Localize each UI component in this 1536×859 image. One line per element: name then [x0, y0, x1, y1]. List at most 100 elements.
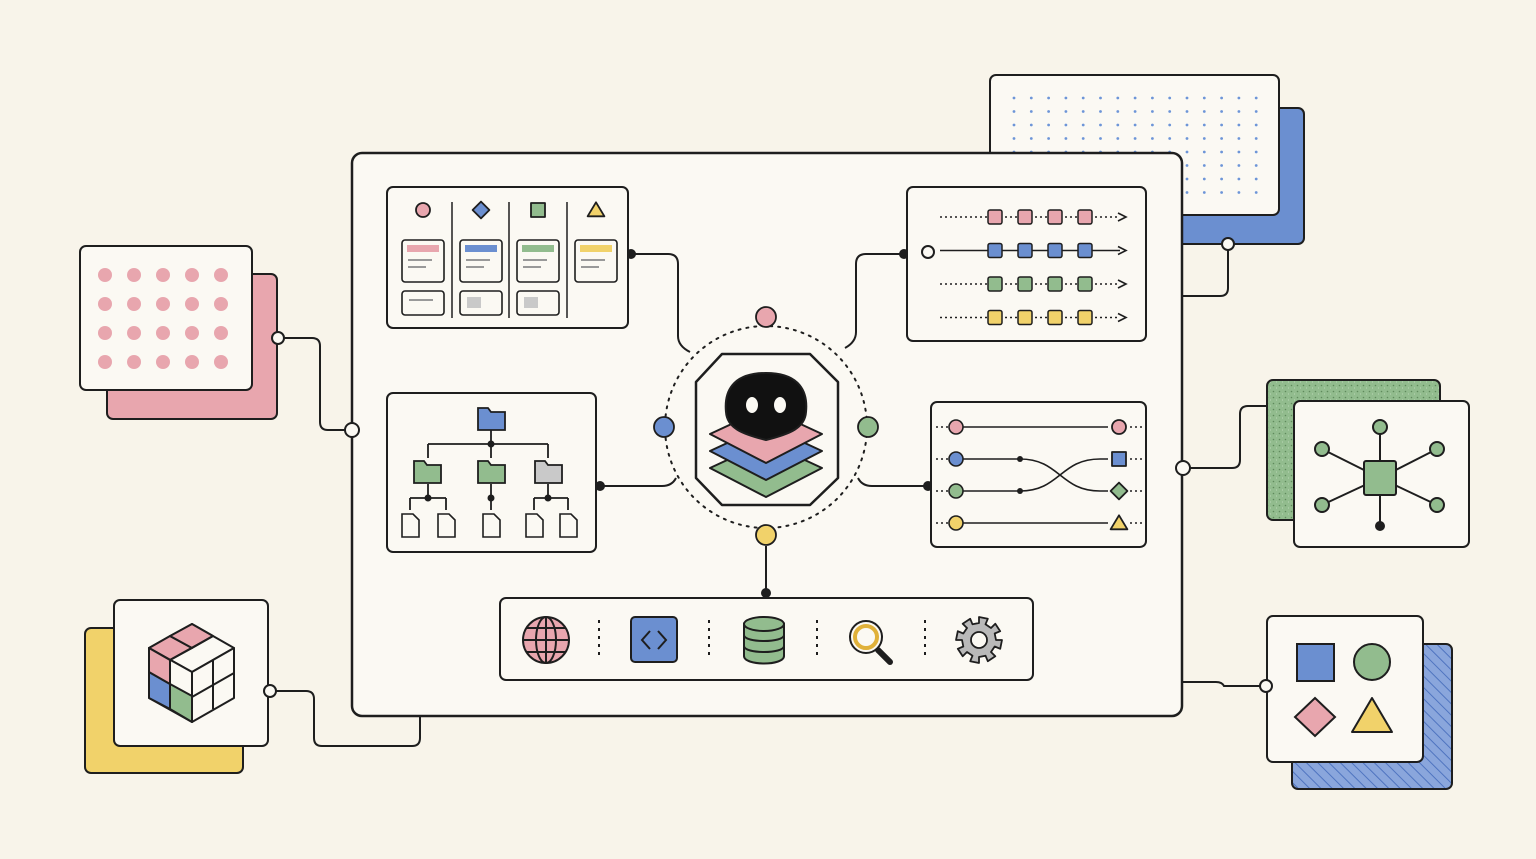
grid-dot [1168, 96, 1172, 100]
pink-dot [185, 297, 199, 311]
arrow-head [1117, 245, 1128, 256]
grid-dot [1254, 164, 1258, 167]
globe-icon[interactable] [522, 616, 570, 664]
database-icon[interactable] [743, 616, 785, 665]
input-node [948, 451, 964, 467]
grid-dot [1220, 123, 1223, 127]
grid-dot [1133, 96, 1137, 100]
folder-tree-card [386, 392, 597, 553]
pink-dot [214, 297, 228, 311]
arrow-head [1117, 279, 1128, 289]
diamond-icon [1293, 696, 1337, 738]
pink-dot [98, 355, 112, 369]
pink-dot [127, 326, 141, 340]
grid-dot [1237, 177, 1241, 181]
folder-icon [413, 460, 442, 484]
file-icon [482, 513, 501, 538]
grid-dot [1081, 110, 1085, 113]
magnifier-icon[interactable] [849, 620, 893, 665]
grid-dot [1047, 137, 1050, 140]
pink-dot-grid [98, 268, 228, 369]
grid-dot [1047, 123, 1050, 127]
file-icon [401, 513, 420, 538]
grid-dot [1220, 177, 1223, 181]
folder-icon [477, 407, 506, 431]
triangle-icon [1109, 514, 1129, 531]
grid-dot [1099, 96, 1102, 100]
grid-dot [1047, 110, 1050, 113]
grid-dot [1151, 137, 1154, 140]
card-label-bar [522, 245, 554, 252]
code-brackets-icon[interactable] [630, 616, 678, 663]
cube-card-stack [84, 599, 269, 774]
grid-dot [1029, 137, 1033, 140]
gear-icon[interactable] [955, 616, 1003, 664]
track-marker [1047, 209, 1063, 225]
circle-icon [1353, 643, 1391, 681]
grid-dot [1064, 137, 1068, 140]
grid-dot [1185, 150, 1189, 154]
grid-dot [1151, 123, 1154, 127]
grid-dot [1064, 96, 1068, 100]
grid-dot [1202, 164, 1206, 167]
hub-network-icon [1314, 419, 1445, 531]
pink-dot [98, 326, 112, 340]
junction [1017, 488, 1023, 494]
shapes-card-stack [1266, 615, 1453, 790]
grid-dot [1237, 110, 1241, 113]
card-label-bar [407, 245, 439, 252]
square-icon [1296, 643, 1335, 682]
pink-dot [185, 326, 199, 340]
card-label-bar [580, 245, 612, 252]
pink-dot [156, 355, 170, 369]
robot-layers-icon [709, 372, 823, 498]
cube-icon [148, 623, 235, 723]
grid-dot [1047, 96, 1050, 100]
diamond-icon [1109, 481, 1129, 501]
internal-connectors [600, 253, 928, 593]
input-node [948, 515, 964, 531]
track-marker [987, 209, 1003, 225]
pink-dot [214, 268, 228, 282]
route-line [956, 458, 1108, 492]
grid-dot [1116, 123, 1120, 127]
grid-dot [1202, 191, 1206, 194]
pink-dot [127, 355, 141, 369]
file-icon [525, 513, 544, 538]
pink-dot [127, 268, 141, 282]
grid-dot [1237, 96, 1241, 100]
center-hub [653, 306, 879, 546]
pink-dot [156, 297, 170, 311]
track-marker [987, 276, 1003, 292]
grid-dot [1185, 96, 1189, 100]
grid-dot [1220, 110, 1223, 113]
grid-dot [1081, 137, 1085, 140]
grid-dot [1202, 96, 1206, 100]
grid-dot [1185, 110, 1189, 113]
track-marker [1047, 242, 1063, 259]
grid-dot [1029, 110, 1033, 113]
file-icon [437, 513, 456, 538]
track-marker [1047, 309, 1063, 326]
grid-dot [1099, 137, 1102, 140]
connection-ports [263, 237, 1273, 698]
grid-dot [1185, 123, 1189, 127]
blue-dot-grid [1012, 96, 1258, 194]
grid-dot [1220, 137, 1223, 140]
pink-dot [98, 268, 112, 282]
grid-dot [1116, 110, 1120, 113]
file-icon [559, 513, 578, 538]
track-marker [1077, 276, 1093, 292]
toolbar [499, 597, 1034, 681]
grid-dot [1220, 164, 1223, 167]
grid-dot [1202, 137, 1206, 140]
router-card [930, 401, 1147, 548]
grid-dot [1064, 123, 1068, 127]
track-marker [1017, 309, 1033, 326]
pink-dot [98, 297, 112, 311]
diamond-icon [471, 200, 491, 220]
grid-dot [1012, 137, 1016, 140]
pink-dot [156, 326, 170, 340]
grid-dot [1254, 191, 1258, 194]
